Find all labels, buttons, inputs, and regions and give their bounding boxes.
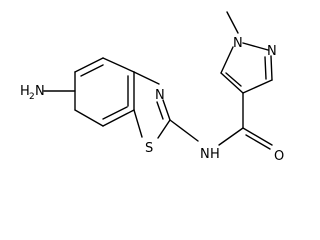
bond-amide-carbonyl	[218, 127, 244, 146]
benzene-ring	[74, 57, 135, 127]
bond	[242, 79, 273, 94]
atom-thiazole-n: N	[155, 88, 165, 103]
structure-canvas: H 2 N N S N H O N N	[20, 11, 284, 164]
bond	[270, 55, 273, 81]
atom-amide-h: H	[210, 147, 220, 162]
double-bond-inner	[245, 134, 271, 150]
bond	[74, 109, 104, 127]
bond	[242, 42, 269, 51]
bond-methyl	[226, 11, 239, 34]
molecule-structure: H 2 N N S N H O N N	[20, 11, 284, 164]
bond	[220, 72, 244, 94]
bond	[133, 71, 160, 85]
atom-amine-h: H	[20, 84, 30, 99]
double-bond-inner	[264, 56, 267, 80]
atom-pyrazole-n2: N	[267, 44, 277, 59]
double-bond-inner	[156, 101, 164, 120]
thiazole-ring	[133, 71, 171, 139]
double-bond-inner	[225, 72, 242, 87]
atom-amine-h-count: 2	[29, 92, 35, 102]
atom-carbonyl-o: O	[274, 149, 284, 164]
double-bond-inner	[80, 64, 104, 77]
atom-amide-n: N	[200, 147, 210, 162]
bond	[220, 46, 234, 74]
bond-amide-link	[169, 119, 199, 142]
bond	[74, 57, 104, 73]
bond	[102, 57, 135, 73]
atom-amine-n: N	[35, 84, 45, 99]
pyrazole-ring	[220, 42, 273, 94]
bond	[162, 99, 171, 121]
bond	[102, 109, 135, 127]
bond	[157, 119, 171, 139]
bond-carbonyl	[242, 127, 273, 146]
atom-sulfur: S	[145, 141, 153, 156]
bond	[133, 109, 143, 138]
double-bond-inner	[102, 106, 128, 120]
atom-pyrazole-n1: N	[233, 36, 243, 51]
